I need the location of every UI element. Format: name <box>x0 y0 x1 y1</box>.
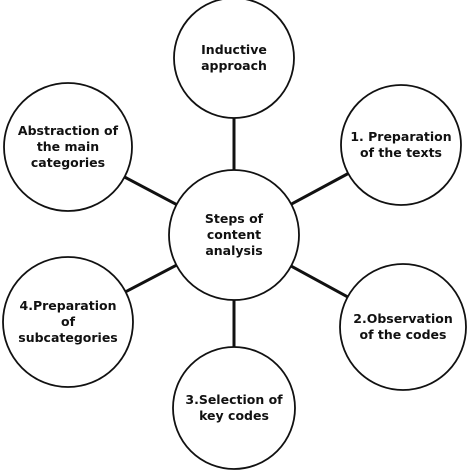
node-circle-inductive-approach <box>173 0 295 119</box>
node-circle-selection-of-key-codes <box>172 346 296 470</box>
node-label-selection-of-key-codes-line: key codes <box>199 408 269 423</box>
center-label-line: analysis <box>205 243 262 258</box>
connectors <box>123 118 349 347</box>
node-label-abstraction-of-main-categories-line: the main <box>37 139 99 154</box>
node-label-abstraction-of-main-categories-line: Abstraction of <box>18 123 119 138</box>
node-label-preparation-of-subcategories-line: of <box>61 314 76 329</box>
node-label-abstraction-of-main-categories-line: categories <box>31 155 105 170</box>
connector-preparation-of-texts <box>290 172 349 206</box>
node-circle-preparation-of-subcategories <box>2 256 134 388</box>
node-circle-abstraction-of-main-categories <box>3 82 133 212</box>
node-label-inductive-approach-line: approach <box>201 58 267 73</box>
node-label-inductive-approach-line: Inductive <box>201 42 267 57</box>
node-label-preparation-of-subcategories-line: 4.Preparation <box>20 298 117 313</box>
center-label-line: Steps of <box>205 211 264 226</box>
connector-observation-of-codes <box>290 264 349 299</box>
node-label-preparation-of-texts-line: 1. Preparation <box>350 129 451 144</box>
connector-preparation-of-subcategories <box>124 263 178 294</box>
node-label-observation-of-codes-line: 2.Observation <box>353 311 452 326</box>
node-label-preparation-of-texts-line: of the texts <box>360 145 442 160</box>
node-circle-observation-of-codes <box>339 263 467 391</box>
node-label-observation-of-codes-line: of the codes <box>360 327 447 342</box>
node-label-selection-of-key-codes-line: 3.Selection of <box>185 392 283 407</box>
center-label-line: content <box>207 227 261 242</box>
connector-abstraction-of-main-categories <box>123 175 178 206</box>
center-circle <box>168 169 300 301</box>
node-circle-preparation-of-texts <box>340 84 462 206</box>
node-label-preparation-of-subcategories-line: subcategories <box>18 330 118 345</box>
